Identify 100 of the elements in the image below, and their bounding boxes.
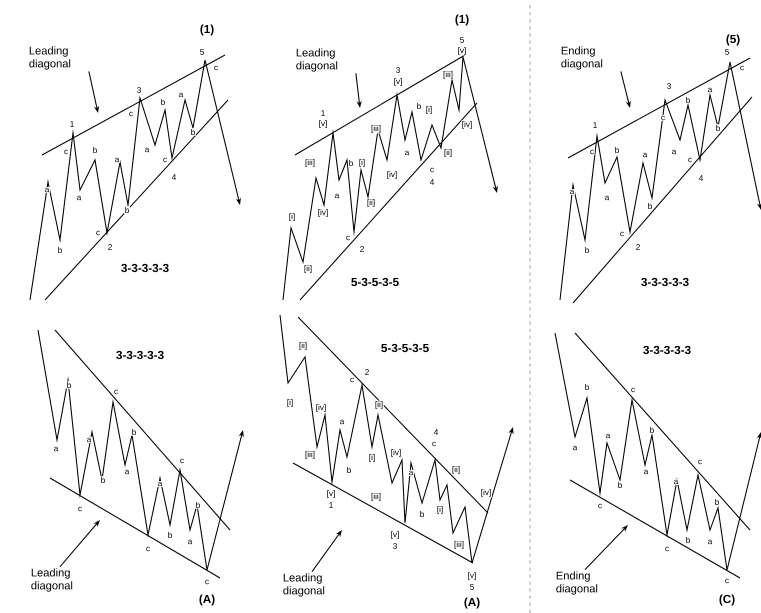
wave-label: [iv]	[461, 120, 473, 130]
pattern-label: (A)	[463, 596, 481, 610]
wave-label: [ii]	[298, 341, 308, 351]
wave-label: a	[86, 437, 92, 443]
wave-label: [i]	[425, 105, 433, 115]
wave-label: b	[715, 124, 721, 132]
wave-label: 4	[698, 174, 704, 182]
wave-label: c	[431, 441, 437, 447]
pattern-label: 3-3-3-3-3	[120, 263, 170, 273]
pattern-label: 3-3-3-3-3	[640, 277, 690, 287]
wave-label: c	[204, 579, 210, 585]
wave-label: c	[664, 546, 670, 552]
wave-label: c	[597, 503, 603, 509]
wave-label: [iv]	[480, 488, 492, 498]
wave-label: a	[76, 195, 82, 201]
wave-label: b	[348, 159, 354, 167]
wave-label: [v]	[466, 571, 478, 581]
wave-label: a	[604, 195, 610, 201]
wave-label: a	[569, 189, 575, 195]
pattern-label: (5)	[725, 34, 741, 46]
wave-label: 5	[724, 48, 730, 56]
wave-label: b	[419, 510, 425, 518]
wave-label: [iv]	[390, 448, 402, 458]
diagonal-label: Leading diagonal	[283, 573, 324, 597]
wave-label: b	[617, 481, 623, 489]
wave-label: a	[408, 470, 414, 476]
wave-label: [iii]	[370, 124, 382, 134]
wave-label: c	[145, 546, 151, 552]
wave-label: b	[685, 96, 691, 104]
wave-label: c	[213, 65, 219, 71]
wave-label: 5	[459, 36, 465, 44]
wave-label: b	[190, 128, 196, 136]
wave-label: 2	[364, 368, 370, 376]
wave-label: b	[195, 501, 201, 509]
wave-label: 4	[171, 173, 177, 181]
diagonal-label: Ending diagonal	[556, 571, 598, 595]
wave-label: 1	[592, 121, 598, 129]
wave-label: b	[649, 426, 655, 434]
pattern-label: 3-3-3-3-3	[642, 345, 692, 355]
wave-label: a	[707, 539, 713, 545]
wave-label: c	[345, 235, 351, 241]
wave-label: [ii]	[366, 198, 376, 208]
wave-label: a	[339, 419, 345, 425]
wave-label: [ii]	[443, 148, 453, 158]
wave-label: [iii]	[370, 492, 382, 502]
pattern-label: 3-3-3-3-3	[115, 350, 165, 360]
wave-label: [iii]	[304, 450, 316, 460]
wave-label: 1	[69, 120, 75, 128]
wave-label: a	[707, 87, 713, 93]
diagonal-label: Leading diagonal	[29, 46, 70, 70]
wave-label: a	[124, 469, 130, 475]
wave-label: b	[167, 531, 173, 539]
wave-label: [i]	[288, 212, 296, 222]
wave-label: b	[614, 146, 620, 154]
wave-label: c	[179, 458, 185, 464]
wave-label: b	[647, 202, 653, 210]
wave-label: [ii]	[303, 264, 313, 274]
wave-label: 5	[469, 583, 475, 591]
wave-label: [i]	[286, 398, 294, 408]
diagonal-label: Leading diagonal	[296, 48, 338, 72]
wave-label: 3	[392, 542, 398, 550]
wave-label: a	[334, 193, 340, 199]
wave-label: c	[687, 157, 693, 163]
wave-label: 3	[136, 86, 142, 94]
wave-label: b	[714, 498, 720, 506]
wave-label: [iii]	[453, 540, 465, 550]
wave-label: a	[178, 92, 184, 98]
wave-label: b	[66, 381, 72, 389]
wave-label: a	[157, 481, 163, 487]
wave-label: [v]	[390, 530, 400, 540]
wave-label: 4	[433, 428, 439, 436]
wave-label: 3	[666, 82, 672, 90]
pattern-label: (1)	[454, 14, 470, 26]
wave-label: b	[131, 428, 137, 436]
pattern-label: 5-3-5-3-5	[380, 343, 430, 353]
wave-label: b	[124, 206, 130, 214]
wave-label: b	[416, 102, 422, 110]
wave-label: b	[92, 146, 98, 154]
wave-label: 2	[635, 243, 641, 251]
pattern-label: (C)	[718, 594, 736, 606]
wave-label: [v]	[326, 489, 336, 499]
wave-label: a	[114, 157, 120, 163]
wave-label: a	[144, 147, 150, 153]
wave-label: c	[429, 167, 435, 173]
wave-label: [v]	[318, 119, 328, 129]
wave-label: [v]	[456, 46, 468, 56]
wave-label: c	[724, 578, 730, 584]
wave-label: a	[44, 187, 50, 193]
wave-label: [i]	[368, 453, 376, 463]
wave-label: a	[605, 433, 611, 439]
wave-label: c	[128, 111, 134, 117]
wave-label: c	[349, 377, 355, 383]
wave-label: c	[739, 65, 745, 71]
wave-label: [ii]	[374, 400, 384, 410]
wave-label: b	[685, 536, 691, 544]
wave-label: a	[404, 150, 410, 156]
wave-label: c	[113, 389, 119, 395]
wave-label: [iv]	[386, 170, 398, 180]
wave-label: [v]	[392, 77, 404, 87]
wave-label: 1	[320, 109, 326, 117]
